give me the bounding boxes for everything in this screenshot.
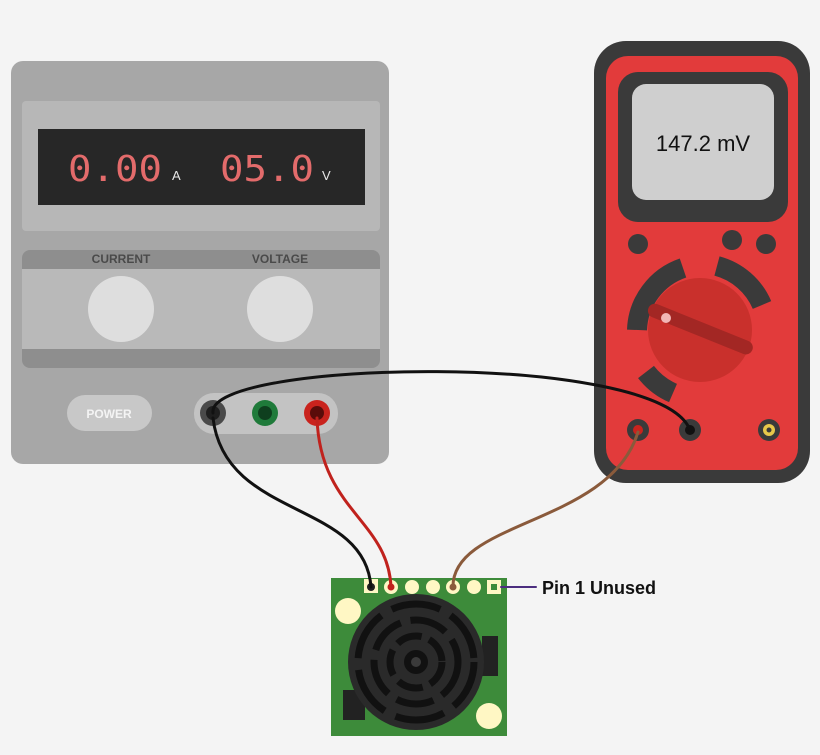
terminal-positive[interactable] (304, 400, 330, 426)
terminal-ground[interactable] (252, 400, 278, 426)
wire-positive-to-sensor (315, 416, 393, 589)
pin-4 (426, 580, 440, 594)
voltage-readout: 05.0 (220, 149, 314, 190)
pin-5 (405, 580, 419, 594)
power-button[interactable] (67, 395, 152, 431)
multimeter-button-1[interactable] (628, 234, 648, 254)
wire-signal-to-multimeter (451, 430, 640, 589)
current-knob-label: CURRENT (92, 252, 151, 266)
pin-2 (467, 580, 481, 594)
probe-jack-aux[interactable] (758, 419, 780, 441)
multimeter-button-2[interactable] (722, 230, 742, 250)
probe-jack-positive[interactable] (627, 419, 649, 441)
multimeter-button-3[interactable] (756, 234, 776, 254)
voltage-unit: V (322, 168, 331, 183)
display-screen (38, 129, 365, 205)
current-unit: A (172, 168, 181, 183)
power-supply: 0.00 A 05.0 V CURRENT VOLTAGE POWER (11, 61, 389, 464)
voltage-knob[interactable] (247, 276, 313, 342)
multimeter-reading: 147.2 mV (656, 131, 750, 156)
chip-right (482, 636, 498, 676)
pin-header (364, 579, 501, 594)
dial-ring (627, 256, 772, 403)
voltage-knob-label: VOLTAGE (252, 252, 308, 266)
range-dial[interactable] (646, 278, 755, 382)
pin-1-hole (491, 584, 497, 590)
mounting-hole-top (335, 598, 361, 624)
wires (211, 370, 692, 589)
current-knob[interactable] (88, 276, 154, 342)
wire-ground-to-multimeter (211, 370, 692, 432)
mounting-hole-bottom (476, 703, 502, 729)
multimeter: 147.2 mV (594, 41, 810, 483)
current-readout: 0.00 (68, 149, 162, 190)
wire-ground-to-sensor (211, 416, 373, 589)
control-panel-strip (22, 269, 380, 349)
power-button-label: POWER (86, 407, 132, 421)
sensor-board (331, 578, 507, 736)
pin-1-callout: Pin 1 Unused (542, 578, 656, 598)
multimeter-screen (632, 84, 774, 200)
ultrasonic-transducer (348, 594, 484, 730)
